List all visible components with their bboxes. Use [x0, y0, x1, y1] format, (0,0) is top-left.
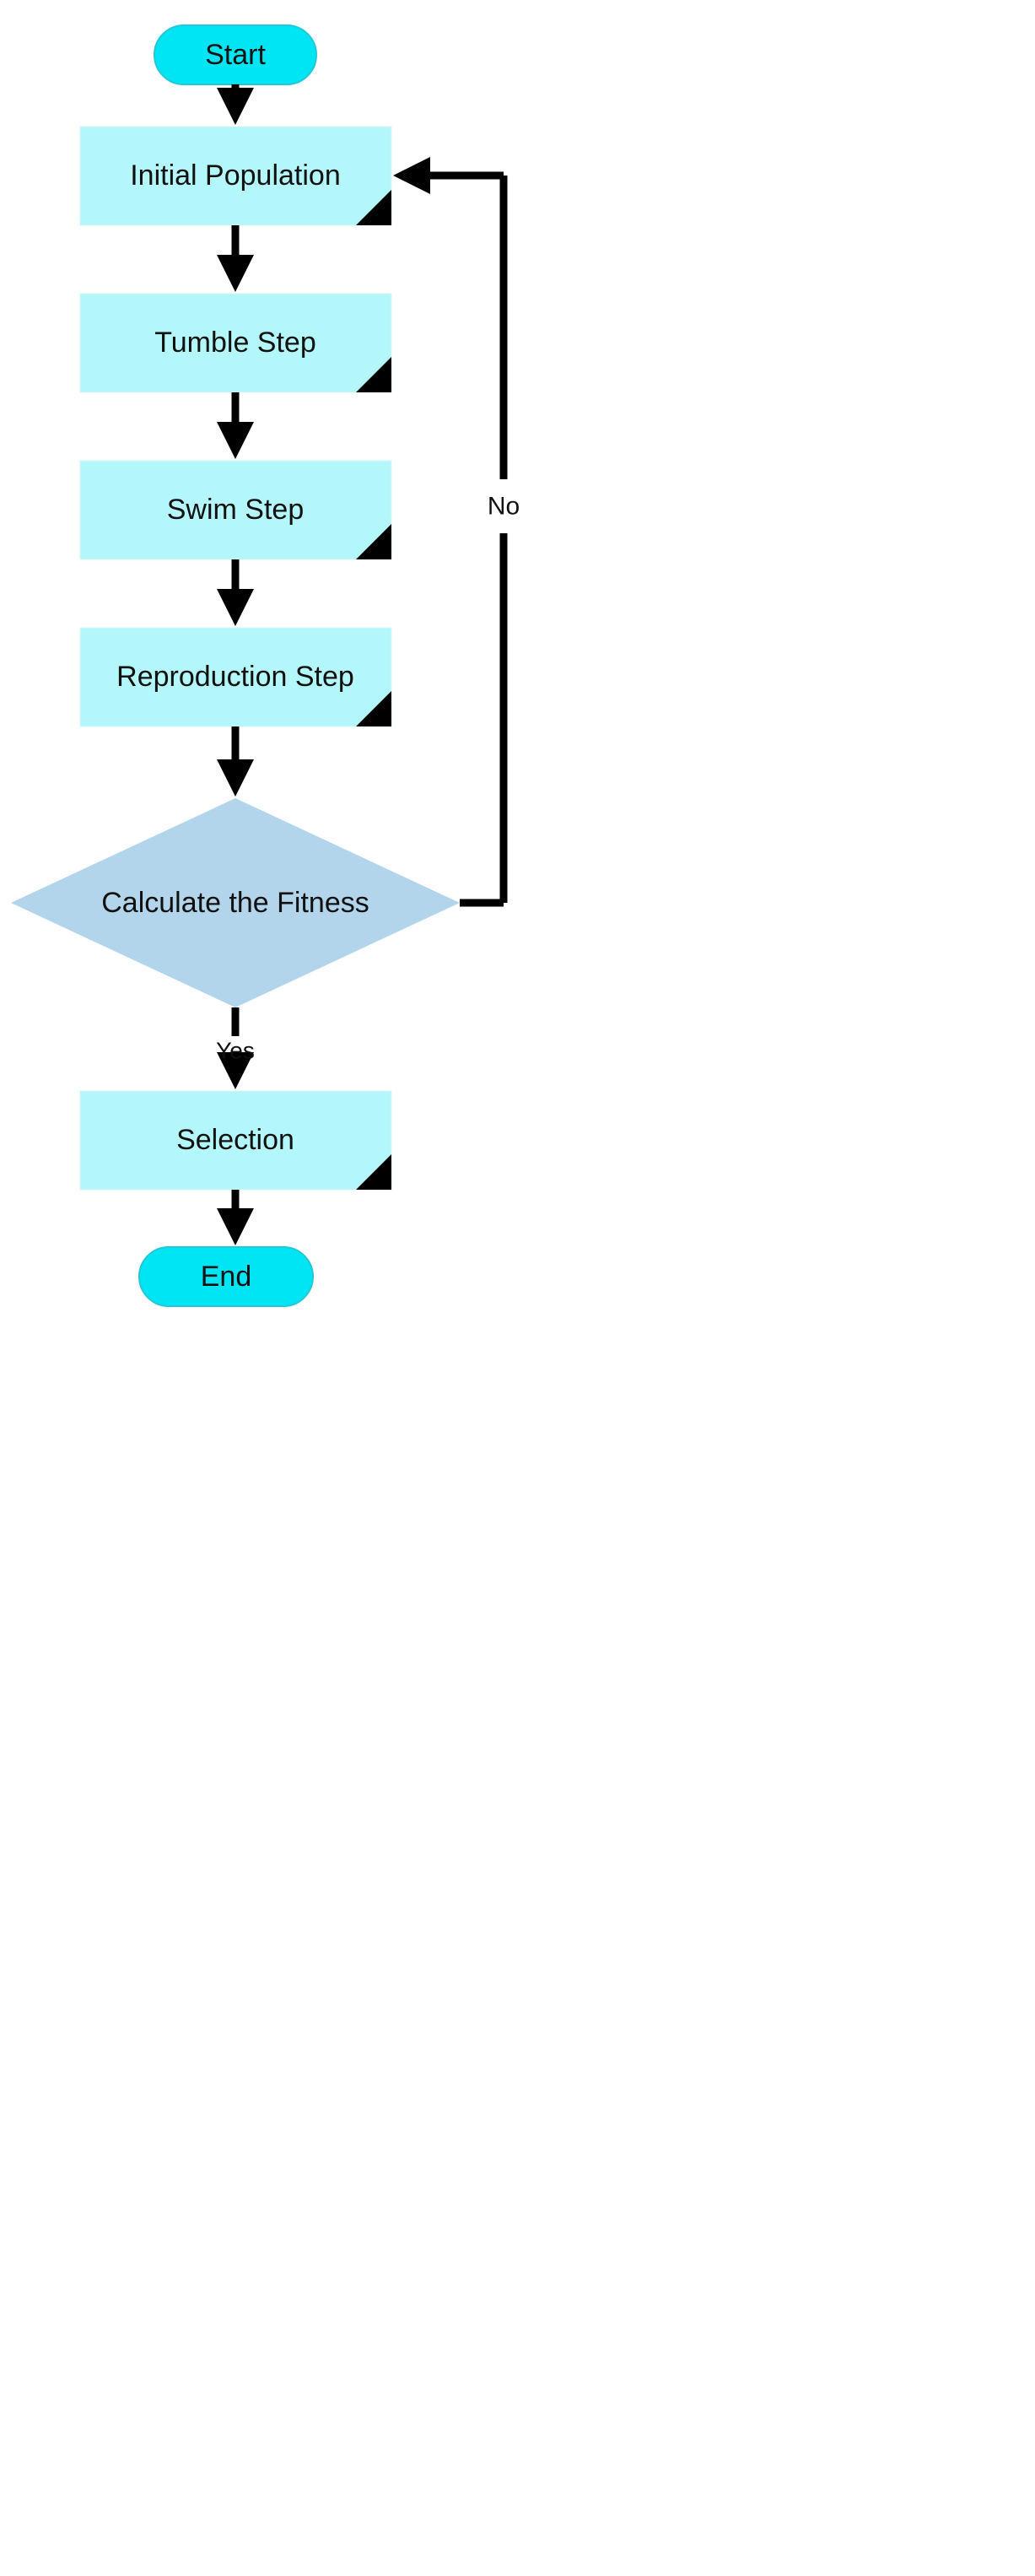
- selection-label: Selection: [176, 1124, 294, 1156]
- tumble-step-label: Tumble Step: [154, 327, 316, 359]
- selection-step: Selection: [79, 1090, 392, 1191]
- selection-corner-mark: [356, 1154, 391, 1190]
- start-label: Start: [205, 39, 266, 71]
- reproduction-step-label: Reproduction Step: [116, 661, 354, 693]
- tumble-step: Tumble Step: [79, 293, 392, 393]
- reproduction-step: Reproduction Step: [79, 627, 392, 727]
- initial-population-label: Initial Population: [130, 159, 341, 192]
- selection-shape: [79, 1090, 392, 1191]
- connectors: [217, 84, 508, 1245]
- calculate-fitness-decision: Calculate the Fitness: [11, 798, 460, 1007]
- initial-population-step: Initial Population: [79, 126, 392, 226]
- end-terminal: End: [138, 1246, 314, 1307]
- swim-step-corner-mark: [356, 524, 391, 559]
- calculate-fitness-shape: [11, 798, 460, 1007]
- tumble-step-corner-mark: [356, 357, 391, 392]
- end-label: End: [201, 1261, 252, 1293]
- reproduction-step-shape: [79, 627, 392, 727]
- swim-step-label: Swim Step: [167, 494, 305, 526]
- end-shape: [138, 1246, 314, 1307]
- calculate-fitness-label: Calculate the Fitness: [101, 887, 369, 919]
- tumble-step-shape: [79, 293, 392, 393]
- no-edge-label: No: [488, 493, 520, 521]
- start-terminal: Start: [154, 24, 317, 85]
- initial-population-corner-mark: [356, 190, 391, 225]
- reproduction-step-corner-mark: [356, 691, 391, 726]
- swim-step: Swim Step: [79, 460, 392, 560]
- swim-step-shape: [79, 460, 392, 560]
- yes-edge-label: Yes: [216, 1038, 255, 1064]
- initial-population-shape: [79, 126, 392, 226]
